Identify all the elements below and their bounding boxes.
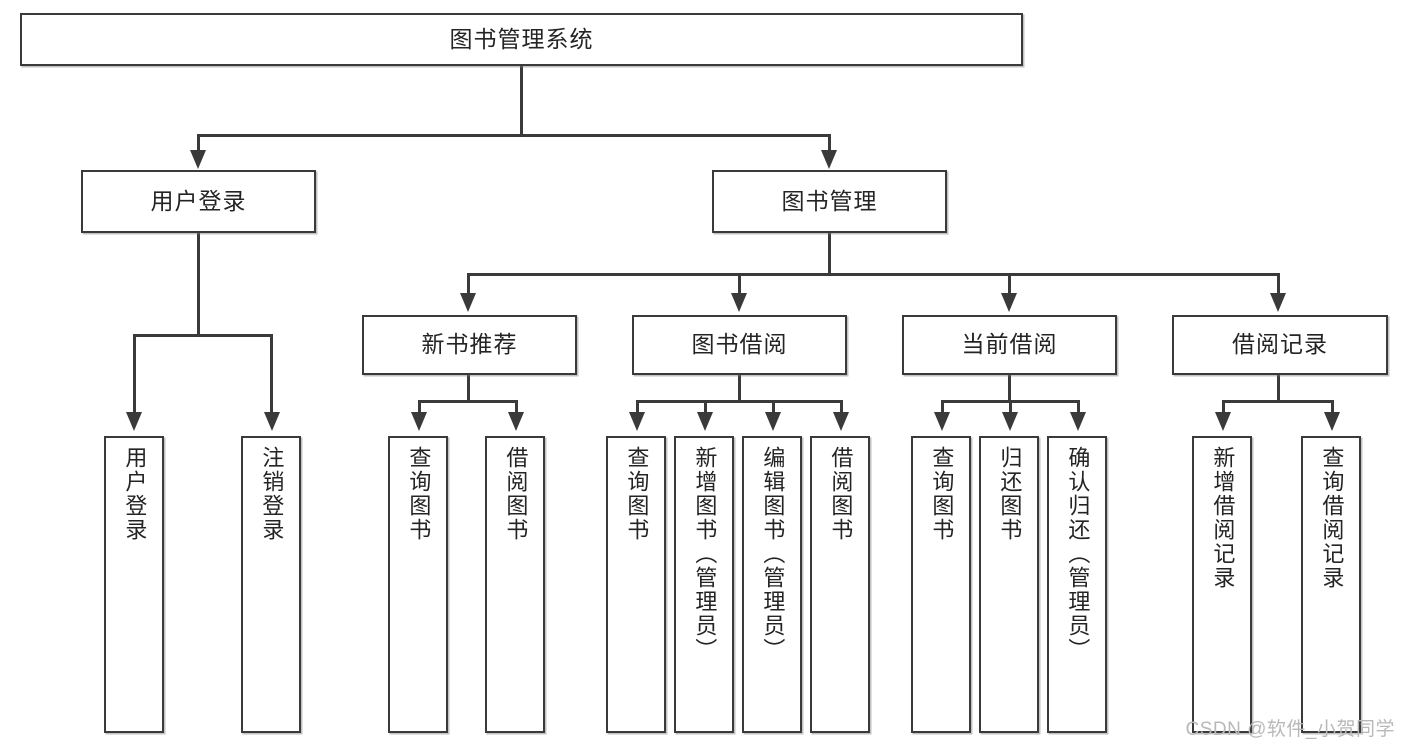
node-leaf-user-login[interactable]: 用户登录 [104,436,164,733]
node-user-login-label: 用户登录 [150,187,247,214]
node-borrow-record[interactable]: 借阅记录 [1172,315,1388,375]
node-leaf-query-book-2[interactable]: 查询图书 [606,436,666,733]
edge-bb-stem [738,375,741,400]
node-new-book-recommend[interactable]: 新书推荐 [362,315,577,375]
arrow-leaf-query-book-2 [629,412,645,431]
node-leaf-user-login-label: 用户登录 [122,446,148,542]
node-leaf-edit-book[interactable]: 编辑图书（管理员） [742,436,802,733]
node-leaf-return-book-label: 归还图书 [997,446,1023,542]
edge-bm-drop-2 [738,273,741,293]
arrow-leaf-edit-book [765,412,781,431]
arrow-new-book-recommend [460,293,476,312]
node-leaf-borrow-book-1-label: 借阅图书 [503,446,529,542]
edge-user-login-drop-2 [270,334,273,412]
edge-nbr-drop-2 [515,400,518,412]
node-book-borrow[interactable]: 图书借阅 [632,315,847,375]
edge-book-management-bus [467,273,1279,276]
arrow-leaf-query-book-3 [934,412,950,431]
node-leaf-query-book-3[interactable]: 查询图书 [911,436,971,733]
edge-bm-drop-1 [467,273,470,293]
node-leaf-borrow-book-2[interactable]: 借阅图书 [810,436,870,733]
node-leaf-return-book[interactable]: 归还图书 [979,436,1039,733]
arrow-leaf-return-book [1002,412,1018,431]
node-root-system[interactable]: 图书管理系统 [20,13,1023,66]
arrow-leaf-query-book-1 [411,412,427,431]
arrow-current-borrow [1001,293,1017,312]
node-current-borrow[interactable]: 当前借阅 [902,315,1117,375]
edge-br-stem [1277,375,1280,400]
edge-root-stem [520,66,523,134]
edge-bm-drop-3 [1008,273,1011,293]
edge-nbr-bus [418,400,518,403]
node-leaf-confirm-return[interactable]: 确认归还（管理员） [1047,436,1107,733]
watermark: CSDN @软件_小贺同学 [1185,719,1395,740]
arrow-to-book-management [821,150,837,169]
node-leaf-borrow-book-2-label: 借阅图书 [828,446,854,542]
edge-nbr-stem [467,375,470,400]
edge-br-drop-1 [1222,400,1225,412]
arrow-leaf-add-record [1215,412,1231,431]
edge-cb-drop-1 [941,400,944,412]
edge-br-drop-2 [1331,400,1334,412]
node-leaf-query-record[interactable]: 查询借阅记录 [1301,436,1361,733]
node-leaf-borrow-book-1[interactable]: 借阅图书 [485,436,545,733]
arrow-leaf-confirm-return [1070,412,1086,431]
node-book-borrow-label: 图书借阅 [691,331,788,358]
node-leaf-add-book-label: 新增图书（管理员） [692,446,718,662]
node-leaf-logout-login[interactable]: 注销登录 [241,436,301,733]
node-leaf-query-book-2-label: 查询图书 [624,446,650,542]
arrow-to-user-login [190,150,206,169]
node-book-management[interactable]: 图书管理 [712,170,947,233]
node-leaf-logout-login-label: 注销登录 [259,446,285,542]
edge-user-login-bus [133,334,270,337]
arrow-leaf-user-login [126,412,142,431]
node-leaf-add-book[interactable]: 新增图书（管理员） [674,436,734,733]
node-new-book-recommend-label: 新书推荐 [421,331,518,358]
node-book-management-label: 图书管理 [781,187,878,214]
arrow-book-borrow [731,293,747,312]
node-leaf-query-book-3-label: 查询图书 [929,446,955,542]
edge-bb-drop-2 [704,400,707,412]
edge-cb-drop-3 [1077,400,1080,412]
edge-cb-stem [1008,375,1011,400]
node-borrow-record-label: 借阅记录 [1232,331,1328,358]
node-root-system-label: 图书管理系统 [449,25,594,52]
edge-user-login-stem [197,233,200,334]
arrow-leaf-borrow-book-2 [833,412,849,431]
edge-root-bus [197,134,831,137]
edge-bb-drop-4 [840,400,843,412]
arrow-leaf-add-book [697,412,713,431]
edge-cb-drop-2 [1009,400,1012,412]
edge-br-bus [1222,400,1334,403]
arrow-borrow-record [1270,293,1286,312]
node-leaf-edit-book-label: 编辑图书（管理员） [760,446,786,662]
arrow-leaf-logout-login [264,412,280,431]
node-leaf-query-book-1[interactable]: 查询图书 [388,436,448,733]
arrow-leaf-query-record [1324,412,1340,431]
edge-bm-drop-4 [1277,273,1280,293]
node-leaf-add-record[interactable]: 新增借阅记录 [1192,436,1252,733]
edge-bb-drop-1 [636,400,639,412]
edge-bb-bus [636,400,843,403]
node-leaf-add-record-label: 新增借阅记录 [1210,446,1236,590]
arrow-leaf-borrow-book-1 [508,412,524,431]
node-leaf-query-book-1-label: 查询图书 [406,446,432,542]
edge-nbr-drop-1 [418,400,421,412]
node-current-borrow-label: 当前借阅 [961,331,1058,358]
node-leaf-confirm-return-label: 确认归还（管理员） [1065,446,1091,662]
edge-bb-drop-3 [772,400,775,412]
edge-book-management-stem [828,233,831,273]
edge-root-to-book-management [828,134,831,150]
node-leaf-query-record-label: 查询借阅记录 [1319,446,1345,590]
node-user-login[interactable]: 用户登录 [81,170,316,233]
edge-user-login-drop-1 [133,334,136,412]
edge-root-to-user-login [197,134,200,150]
